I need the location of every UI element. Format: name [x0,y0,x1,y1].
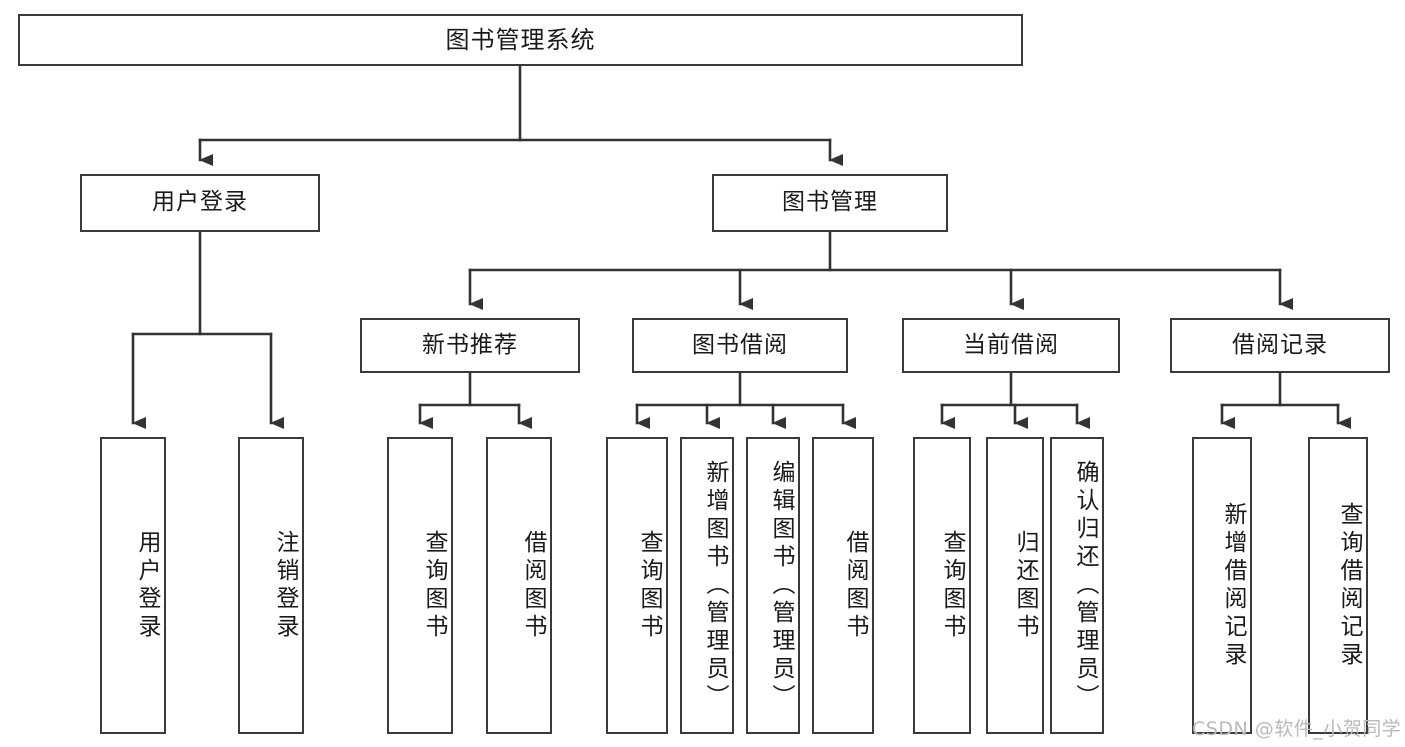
node-borrow-record[interactable]: 借阅记录 [1170,318,1390,373]
leaf-label: 查询图书 [636,529,662,642]
node-user-login[interactable]: 用户登录 [80,174,320,232]
leaf-add-borrow-record[interactable]: 新增借阅记录 [1192,437,1252,734]
leaf-label: 查询借阅记录 [1336,501,1362,670]
node-new-book-recommend[interactable]: 新书推荐 [360,318,580,373]
leaf-label: 查询图书 [421,529,447,642]
leaf-label: 借阅图书 [520,529,546,642]
leaf-label: 确认归还（管理员） [1072,459,1098,712]
leaf-query-book-current[interactable]: 查询图书 [913,437,971,734]
leaf-query-book-newrec[interactable]: 查询图书 [387,437,453,734]
leaf-confirm-return-admin[interactable]: 确认归还（管理员） [1050,437,1104,734]
leaf-query-borrow-record[interactable]: 查询借阅记录 [1308,437,1368,734]
leaf-label: 借阅图书 [842,529,868,642]
leaf-label: 新增借阅记录 [1220,501,1246,670]
node-root-system[interactable]: 图书管理系统 [18,14,1023,66]
leaf-label: 编辑图书（管理员） [768,459,794,712]
leaf-label: 注销登录 [272,529,298,642]
node-current-borrow[interactable]: 当前借阅 [902,318,1120,373]
leaf-user-login[interactable]: 用户登录 [100,437,166,734]
leaf-label: 查询图书 [939,529,965,642]
leaf-label: 用户登录 [134,529,160,642]
leaf-query-book-borrow[interactable]: 查询图书 [606,437,668,734]
leaf-edit-book-admin[interactable]: 编辑图书（管理员） [746,437,800,734]
leaf-add-book-admin[interactable]: 新增图书（管理员） [680,437,734,734]
leaf-borrow-book-newrec[interactable]: 借阅图书 [486,437,552,734]
leaf-return-book[interactable]: 归还图书 [986,437,1044,734]
node-book-borrow[interactable]: 图书借阅 [632,318,848,373]
leaf-label: 新增图书（管理员） [702,459,728,712]
node-book-management[interactable]: 图书管理 [712,174,948,232]
leaf-user-logout[interactable]: 注销登录 [238,437,304,734]
leaf-label: 归还图书 [1012,529,1038,642]
csdn-watermark: CSDN @软件_小贺同学 [1192,718,1402,740]
leaf-borrow-book[interactable]: 借阅图书 [812,437,874,734]
